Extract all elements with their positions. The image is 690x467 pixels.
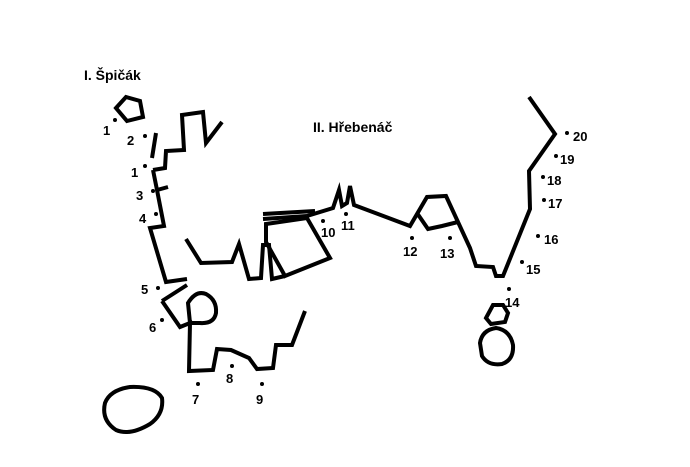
- route-dot: [507, 287, 511, 291]
- route-markers: 1 2 1 3 4 5 6 7 8 9 10 11 12 13 14 15 16: [103, 118, 587, 407]
- rock-lower-block: [160, 283, 307, 374]
- rock-lower-boulder: [185, 291, 219, 326]
- route-dot: [154, 212, 158, 216]
- route-label: 12: [403, 244, 417, 259]
- route-dot: [410, 236, 414, 240]
- route-dot: [520, 260, 524, 264]
- route-dot: [196, 382, 200, 386]
- route-label: 5: [141, 282, 148, 297]
- route-label: 11: [341, 218, 355, 233]
- rock-big-boulder: [102, 384, 165, 434]
- route-label: 19: [560, 152, 574, 167]
- route-dot: [143, 134, 147, 138]
- rock-outlines-spicak: [102, 94, 307, 434]
- route-dot: [156, 286, 160, 290]
- route-dot: [143, 164, 147, 168]
- rock-middle-ridge: [184, 237, 286, 282]
- route-label: 6: [149, 320, 156, 335]
- route-dot: [344, 212, 348, 216]
- route-label: 4: [139, 211, 147, 226]
- route-label: 3: [136, 188, 143, 203]
- route-label: 7: [192, 392, 199, 407]
- route-label: 10: [321, 225, 335, 240]
- rock-small-pentagon: [113, 94, 146, 124]
- route-dot: [113, 118, 117, 122]
- route-dot: [260, 382, 264, 386]
- rock-small-boulder-right: [483, 303, 511, 327]
- route-label: 2: [127, 133, 134, 148]
- rock-middle-block: [264, 215, 333, 279]
- rock-middle-ledge: [262, 209, 316, 221]
- route-label: 17: [548, 196, 562, 211]
- route-dot: [541, 175, 545, 179]
- rock-tick-upper: [150, 132, 158, 159]
- route-label: 16: [544, 232, 558, 247]
- rock-ridge-upper: [152, 109, 224, 172]
- route-label: 8: [226, 371, 233, 386]
- rock-boulder-right: [477, 325, 516, 367]
- route-dot: [536, 234, 540, 238]
- route-dot: [554, 154, 558, 158]
- rock-arete: [306, 95, 558, 278]
- area-title-spicak: I. Špičák: [84, 66, 141, 83]
- route-label: 13: [440, 246, 454, 261]
- route-dot: [448, 236, 452, 240]
- rock-outlines-hrebenac: [184, 95, 558, 367]
- route-label: 20: [573, 129, 587, 144]
- route-label: 18: [547, 173, 561, 188]
- route-label: 15: [526, 262, 540, 277]
- route-dot: [160, 318, 164, 322]
- route-dot: [565, 131, 569, 135]
- area-title-hrebenac: II. Hřebenáč: [313, 119, 393, 135]
- route-label: 9: [256, 392, 263, 407]
- route-label: 1: [103, 123, 110, 138]
- rock-main-spine: [147, 169, 188, 285]
- route-dot: [230, 364, 234, 368]
- route-dot: [542, 198, 546, 202]
- route-label: 14: [505, 295, 520, 310]
- route-dot: [151, 189, 155, 193]
- route-dot: [321, 219, 325, 223]
- route-label: 1: [131, 165, 138, 180]
- rock-arete-inner: [415, 211, 459, 232]
